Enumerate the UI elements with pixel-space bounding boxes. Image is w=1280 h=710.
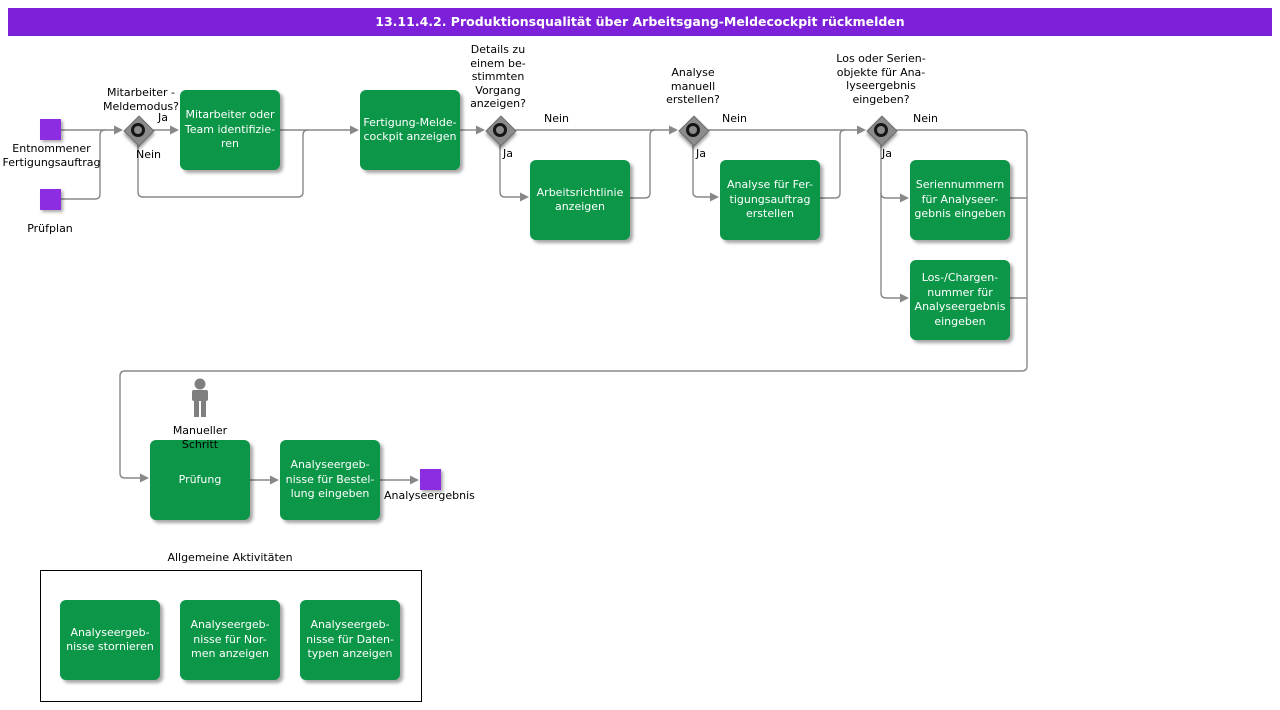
connector <box>880 144 900 299</box>
arrowhead <box>476 125 485 135</box>
arrowhead <box>857 125 866 135</box>
connector <box>692 144 710 198</box>
arrowhead <box>900 193 909 203</box>
activity-arbeitsrichtlinie-anzeigen[interactable]: Arbeitsrichtlinie anzeigen <box>530 160 630 240</box>
gateway-mitarbeiter-meldemodus <box>123 115 155 147</box>
gateway-question: Analyse manuell erstellen? <box>666 66 720 106</box>
gateway-question: Details zu einem be- stimmten Vorgang an… <box>470 43 526 110</box>
gateway-no-label: Nein <box>722 112 748 125</box>
arrowhead <box>710 192 719 202</box>
arrowhead <box>520 192 529 202</box>
connector <box>119 129 1028 479</box>
activity-analyse-fuer-fertigungsauftrag-erstellen[interactable]: Analyse für Fer- tigungsauftrag erstelle… <box>720 160 820 240</box>
data-object-label: Prüfplan <box>27 222 73 235</box>
gateway-yes-label: Ja <box>696 147 706 160</box>
arrowhead <box>114 125 123 135</box>
data-object-pruefplan <box>40 189 61 210</box>
gateway-yes-label: Ja <box>503 147 513 160</box>
page-title: 13.11.4.2. Produktionsqualität über Arbe… <box>8 8 1272 36</box>
arrowhead <box>140 473 149 483</box>
gateway-yes-label: Ja <box>158 111 168 124</box>
gateway-no-label: Nein <box>136 148 162 161</box>
gateway-los-serienobjekte-eingeben <box>866 115 898 147</box>
data-object-analyseergebnis <box>420 469 441 490</box>
arrowhead <box>669 125 678 135</box>
gateway-no-label: Nein <box>544 112 570 125</box>
gateway-question: Mitarbeiter - Meldemodus? <box>102 86 180 113</box>
activity-analyseergebnisse-fuer-datentypen-anzeigen[interactable]: Analyseergeb- nisse für Daten- typen anz… <box>300 600 400 680</box>
gateway-circle-icon <box>874 123 888 137</box>
activity-fertigung-meldecockpit-anzeigen[interactable]: Fertigung-Melde- cockpit anzeigen <box>360 90 460 170</box>
connector <box>820 129 846 199</box>
connector <box>630 129 656 199</box>
connector <box>499 144 520 198</box>
group-title: Allgemeine Aktivitäten <box>167 551 293 564</box>
gateway-yes-label: Ja <box>882 147 892 160</box>
arrowhead <box>170 125 179 135</box>
arrowhead <box>410 475 419 485</box>
arrowhead <box>350 125 359 135</box>
gateway-circle-icon <box>493 123 507 137</box>
activity-mitarbeiter-oder-team-identifizieren[interactable]: Mitarbeiter oder Team identifizie- ren <box>180 90 280 170</box>
data-object-label: Analyseergebnis <box>384 489 475 502</box>
connector <box>880 192 900 199</box>
activity-analyseergebnisse-fuer-bestellung-eingeben[interactable]: Analyseergeb- nisse für Bestel- lung ein… <box>280 440 380 520</box>
gateway-details-vorgang-anzeigen <box>485 115 517 147</box>
gateway-question: Los oder Serien- objekte für Ana- lyseer… <box>836 52 926 106</box>
arrowhead <box>900 293 909 303</box>
activity-los-chargennummer-fuer-analyseergebnis-eingeben[interactable]: Los-/Chargen- nummer für Analyseergebnis… <box>910 260 1010 340</box>
gateway-circle-icon <box>131 123 145 137</box>
gateway-analyse-manuell-erstellen <box>678 115 710 147</box>
manual-step-label: Manueller Schritt <box>172 424 228 451</box>
activity-seriennummern-fuer-analyseergebnis-eingeben[interactable]: Seriennummern für Analyseer- gebnis eing… <box>910 160 1010 240</box>
activity-analyseergebnisse-fuer-normen-anzeigen[interactable]: Analyseergeb- nisse für Nor- men anzeige… <box>180 600 280 680</box>
connector <box>137 129 309 198</box>
activity-analyseergebnisse-stornieren[interactable]: Analyseergeb- nisse stornieren <box>60 600 160 680</box>
arrowhead <box>270 475 279 485</box>
activity-pruefung[interactable]: Prüfung <box>150 440 250 520</box>
data-object-label: Entnommener Fertigungsauftrag <box>2 142 101 169</box>
gateway-no-label: Nein <box>913 112 939 125</box>
data-object-entnommener-fertigungsauftrag <box>40 119 61 140</box>
person-icon <box>192 378 208 417</box>
gateway-circle-icon <box>686 123 700 137</box>
connector <box>61 129 106 200</box>
